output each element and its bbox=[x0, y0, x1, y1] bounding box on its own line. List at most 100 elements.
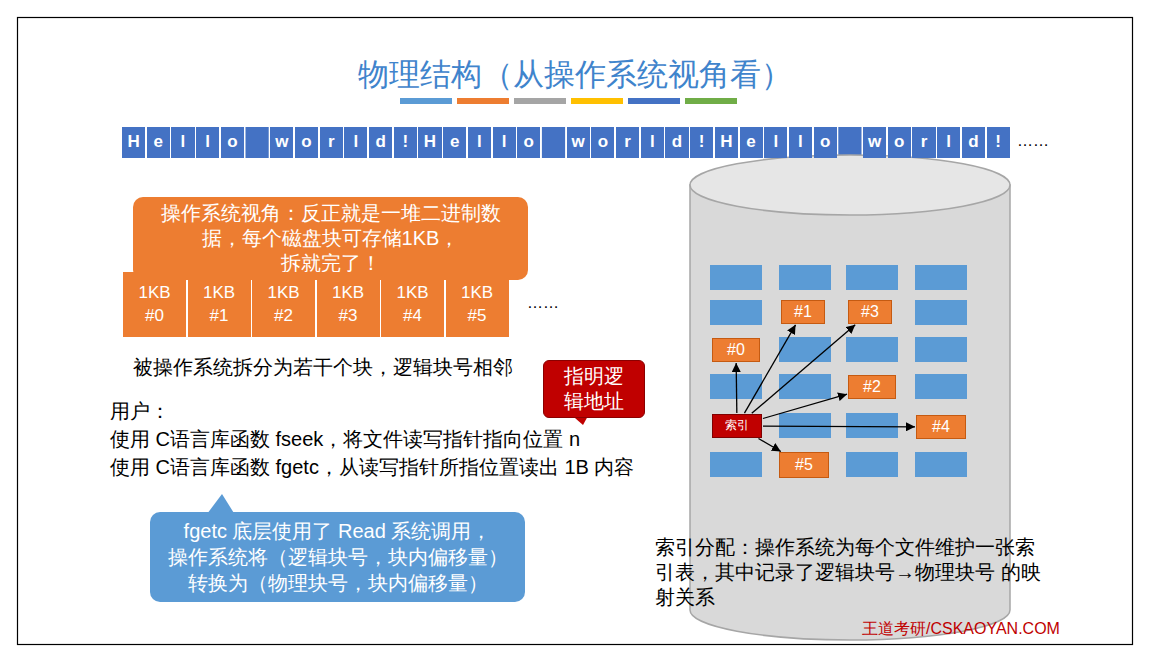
node-text: ! bbox=[995, 133, 1001, 152]
disk-cell bbox=[710, 300, 762, 325]
node-text: 指明逻 辑地址 bbox=[563, 364, 625, 414]
note-text: 被操作系统拆分为若干个块，逻辑块号相邻 bbox=[133, 356, 513, 378]
char-cell: l bbox=[764, 127, 787, 158]
node-text: o bbox=[301, 133, 311, 152]
disk-cell bbox=[915, 300, 967, 325]
node-text: l bbox=[773, 133, 778, 152]
node-text: #2 bbox=[863, 378, 881, 396]
node-text: l bbox=[946, 133, 951, 152]
node-text: 1KB #4 bbox=[396, 282, 428, 328]
disk-cell bbox=[846, 265, 898, 290]
callout-tails bbox=[190, 245, 594, 526]
char-cell: l bbox=[171, 127, 194, 158]
node-text: 索引 bbox=[725, 419, 749, 432]
label-holder: 王道考研/CSKAOYAN.COM bbox=[862, 619, 1060, 638]
note-text: 使用 C语言库函数 fseek，将文件读写指针指向位置 n bbox=[110, 428, 580, 450]
logical-block: 1KB #1 bbox=[188, 272, 251, 337]
node-text: H bbox=[127, 133, 139, 152]
pointer-arrow bbox=[763, 394, 847, 418]
note-text: 用户： bbox=[110, 400, 170, 422]
node-text: 1KB #3 bbox=[332, 282, 364, 328]
watermark: 王道考研/CSKAOYAN.COM bbox=[862, 620, 1060, 637]
node-text: e bbox=[746, 133, 755, 152]
char-cell: o bbox=[888, 127, 911, 158]
note-text: 索引分配：操作系统为每个文件维护一张索 引表，其中记录了逻辑块号→物理块号 的映… bbox=[655, 536, 1041, 608]
physical-block: #2 bbox=[848, 375, 896, 399]
node-text: l bbox=[205, 133, 210, 152]
title-bar bbox=[514, 98, 566, 104]
node-text: ! bbox=[699, 133, 705, 152]
slide-frame bbox=[18, 18, 1133, 645]
physical-block: #5 bbox=[779, 452, 829, 478]
node-text: o bbox=[598, 133, 608, 152]
node-text: fgetc 底层使用了 Read 系统调用， 操作系统将（逻辑块号，块内偏移量）… bbox=[165, 518, 510, 596]
char-cell: e bbox=[740, 127, 763, 158]
node-text: w bbox=[275, 133, 288, 152]
disk-cell bbox=[915, 265, 967, 290]
node-text: r bbox=[624, 133, 631, 152]
char-cell: w bbox=[863, 127, 886, 158]
disk-grid bbox=[710, 265, 967, 477]
char-cell: o bbox=[591, 127, 614, 158]
char-cell: l bbox=[641, 127, 664, 158]
physical-block: #0 bbox=[712, 338, 760, 362]
char-cell: r bbox=[912, 127, 935, 158]
space-cells bbox=[246, 127, 862, 158]
char-cell: w bbox=[567, 127, 590, 158]
pointer-arrow bbox=[752, 325, 855, 414]
char-cell: l bbox=[493, 127, 516, 158]
index-block: 索引 bbox=[712, 414, 762, 438]
node-text: ! bbox=[402, 133, 408, 152]
title-bar bbox=[400, 98, 452, 104]
label-holder: 用户： bbox=[110, 399, 170, 423]
disk-cell bbox=[779, 265, 831, 290]
title-bar bbox=[685, 98, 737, 104]
disk-cell bbox=[779, 374, 831, 399]
note-text: …… bbox=[1017, 132, 1049, 149]
node-text: l bbox=[650, 133, 655, 152]
logical-block: 1KB #0 bbox=[123, 272, 186, 337]
char-cell: l bbox=[789, 127, 812, 158]
node-text: e bbox=[450, 133, 459, 152]
logical-block: 1KB #4 bbox=[381, 272, 444, 337]
label-holder: …… bbox=[527, 293, 559, 312]
char-cell: l bbox=[468, 127, 491, 158]
callout-bubble: fgetc 底层使用了 Read 系统调用， 操作系统将（逻辑块号，块内偏移量）… bbox=[150, 512, 525, 602]
node-text: 1KB #2 bbox=[267, 282, 299, 328]
logical-block: 1KB #5 bbox=[446, 272, 509, 337]
node-text: r bbox=[328, 133, 335, 152]
char-cell: o bbox=[517, 127, 540, 158]
char-cell: H bbox=[715, 127, 738, 158]
title-bars bbox=[400, 98, 737, 104]
char-cell: ! bbox=[690, 127, 713, 158]
space-cell bbox=[542, 127, 565, 158]
disk-cell bbox=[915, 452, 967, 477]
node-text: H bbox=[720, 133, 732, 152]
char-cell: d bbox=[962, 127, 985, 158]
pointer-arrow bbox=[736, 363, 738, 413]
title-bar bbox=[457, 98, 509, 104]
char-cell: l bbox=[937, 127, 960, 158]
node-text: d bbox=[375, 133, 385, 152]
callout-bubble: 操作系统视角：反正就是一堆二进制数 据，每个磁盘块可存储1KB，拆就完了！ bbox=[133, 197, 528, 280]
logical-block: 1KB #3 bbox=[317, 272, 380, 337]
title-bar bbox=[628, 98, 680, 104]
label-holder: 索引分配：操作系统为每个文件维护一张索 引表，其中记录了逻辑块号→物理块号 的映… bbox=[655, 535, 1050, 610]
node-text: l bbox=[798, 133, 803, 152]
char-cell: ! bbox=[394, 127, 417, 158]
char-cell: H bbox=[122, 127, 145, 158]
pointer-arrow bbox=[763, 425, 915, 427]
char-cell: ! bbox=[987, 127, 1010, 158]
node-text: o bbox=[227, 133, 237, 152]
physical-block: #4 bbox=[916, 415, 966, 439]
char-cell: d bbox=[369, 127, 392, 158]
node-text: 1KB #5 bbox=[461, 282, 493, 328]
pointer-arrow bbox=[758, 439, 780, 452]
disk-cell bbox=[846, 337, 898, 362]
node-text: H bbox=[424, 133, 436, 152]
title-bar bbox=[571, 98, 623, 104]
disk-cell bbox=[915, 374, 967, 399]
char-cell: o bbox=[814, 127, 837, 158]
node-text: 1KB #1 bbox=[203, 282, 235, 328]
label-holder: 使用 C语言库函数 fgetc，从读写指针所指位置读出 1B 内容 bbox=[110, 455, 635, 479]
